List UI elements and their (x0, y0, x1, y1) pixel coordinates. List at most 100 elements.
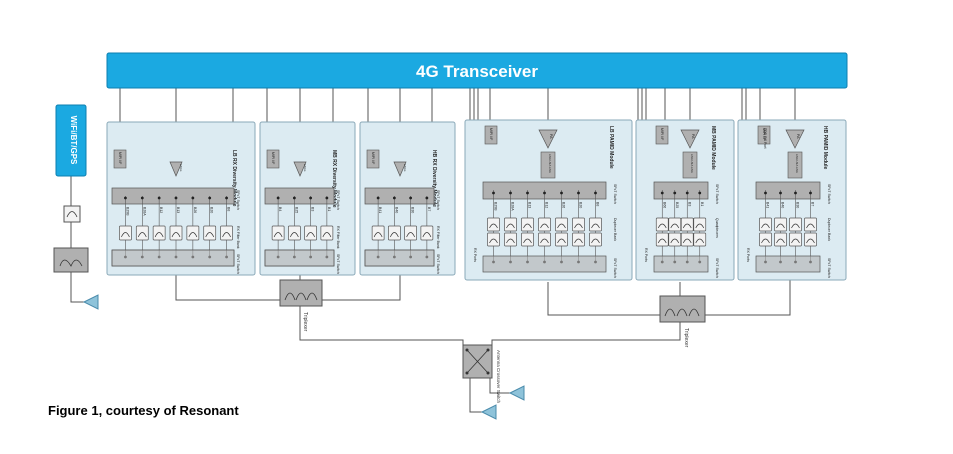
band-label: B3 (311, 207, 315, 211)
lna-label: LNAs (303, 164, 307, 172)
lna-label: LNA LNA LNA (690, 154, 694, 173)
duplexer-filter-b-curve (791, 238, 800, 244)
wifi-diplexer (53, 247, 89, 273)
switch-node (174, 196, 178, 200)
band-label: B7 (811, 202, 815, 206)
duplexer-filter-b-curve (489, 238, 498, 244)
duplexer-filter-a (774, 217, 787, 232)
lna-icon (293, 161, 307, 177)
rx-filter-curve (373, 232, 383, 238)
duplexer-filter-b-curve (695, 238, 705, 244)
duplexer-filter-a-curve (540, 223, 549, 229)
lna-label: LNAs (179, 164, 183, 172)
switch-node (157, 196, 161, 200)
rx-filter-curve (222, 232, 231, 238)
spxt-switch-top (653, 181, 709, 200)
duplexer-filter-a-curve (695, 223, 705, 229)
band-label: B3 (687, 202, 691, 206)
duplexer-filter-a-curve (557, 223, 566, 229)
duplexer-filter-a (668, 217, 682, 232)
rx-filter-curve (322, 232, 332, 238)
duplexer-filter-b-curve (557, 238, 566, 244)
rx-module-name: MB RX Diversity Module (331, 150, 337, 208)
lna-block (540, 151, 556, 179)
duplexer-filter-a-curve (506, 223, 515, 229)
duplexer-filter-b-curve (682, 238, 692, 244)
switch-node (698, 191, 702, 195)
duplexer-filter-a-curve (806, 223, 815, 229)
wifi-block: WiFi/BT/GPS (53, 104, 99, 310)
duplexer-filter-b-curve (591, 238, 600, 244)
rx-ports-label: RX Ports (644, 248, 648, 262)
band-label: B20 (579, 202, 583, 208)
duplexer-filter-a (680, 217, 694, 232)
duplexer-filter-a-curve (523, 223, 532, 229)
rx-filter (135, 225, 149, 241)
band-label: B26 (193, 207, 197, 213)
duplexer-filter-b (572, 232, 585, 247)
rx-filter-curve (306, 232, 315, 238)
duplexer-filter-a-curve (657, 223, 667, 229)
band-label: B28A (142, 207, 146, 216)
switch-node (208, 196, 212, 200)
duplexer-filter-b-curve (574, 238, 583, 244)
rx-filter (169, 225, 183, 241)
band-label: B25 (294, 207, 298, 213)
rx-filter (304, 225, 317, 241)
mipi-label: MIPI I/F (271, 152, 275, 164)
triplexer-right-label: Triplexer (683, 328, 689, 348)
mipi-block (484, 125, 498, 145)
duplexer-filter-b-curve (657, 238, 667, 244)
mipi-label: MIPI I/F (371, 152, 375, 164)
triplexer-right: Triplexer (659, 295, 706, 348)
switch-label: SPxT Switch (236, 190, 240, 210)
spxt-switch-top (111, 187, 235, 205)
rx-ports-label: RX Ports (473, 248, 477, 262)
band-label: B26 (562, 202, 566, 208)
rx-filter-curve (171, 232, 181, 238)
spxt-switch-top (755, 181, 821, 200)
band-label: B7 (427, 207, 431, 211)
rx-filter (420, 225, 434, 241)
band-label: B30 (411, 207, 415, 213)
switch2-label: SPxT Switch (236, 254, 240, 274)
lna-label: LNAs (403, 164, 407, 172)
antenna-icon-1 (508, 385, 525, 401)
duplexer-filter-a (504, 217, 517, 232)
mipi-block (757, 125, 771, 145)
band-label: B8 (227, 207, 231, 211)
switch2-label: SPxT Switch (336, 254, 340, 274)
duplexer-filter-b (759, 232, 772, 247)
rx-filter (220, 225, 233, 241)
switch2-label: SPxT Switch (436, 254, 440, 274)
switch-label: SPxT Switch (336, 190, 340, 210)
rx-filter (186, 225, 200, 241)
switch-node (779, 191, 782, 195)
spxt-switch-top (364, 187, 435, 205)
rx-filter-curve (205, 232, 215, 238)
rx-filter (288, 225, 301, 241)
band-label: B20 (210, 207, 214, 213)
switch-label: SPxT Switch (827, 184, 831, 204)
band-label: B1 (700, 202, 704, 206)
mipi-label: MIPI I/F (660, 128, 664, 140)
switch-node (794, 191, 797, 195)
switch-node (560, 191, 563, 195)
switch-node (325, 196, 329, 200)
duplexer-filter-b (555, 232, 568, 247)
rx-filter-curve (154, 232, 164, 238)
rx-filter-curve (137, 232, 147, 238)
switch-node (685, 191, 689, 195)
triplexer-left-label: Triplexer (302, 312, 308, 332)
rx-filter-curve (422, 232, 432, 238)
duplexer-filter-b (589, 232, 602, 247)
band-label: B29B (125, 207, 129, 216)
duplexer-filter-b (804, 232, 817, 247)
duplexer-filter-a (572, 217, 585, 232)
wifi-filter (63, 205, 81, 223)
switch-node (140, 196, 144, 200)
switch-label: SPxT Switch (715, 184, 719, 204)
